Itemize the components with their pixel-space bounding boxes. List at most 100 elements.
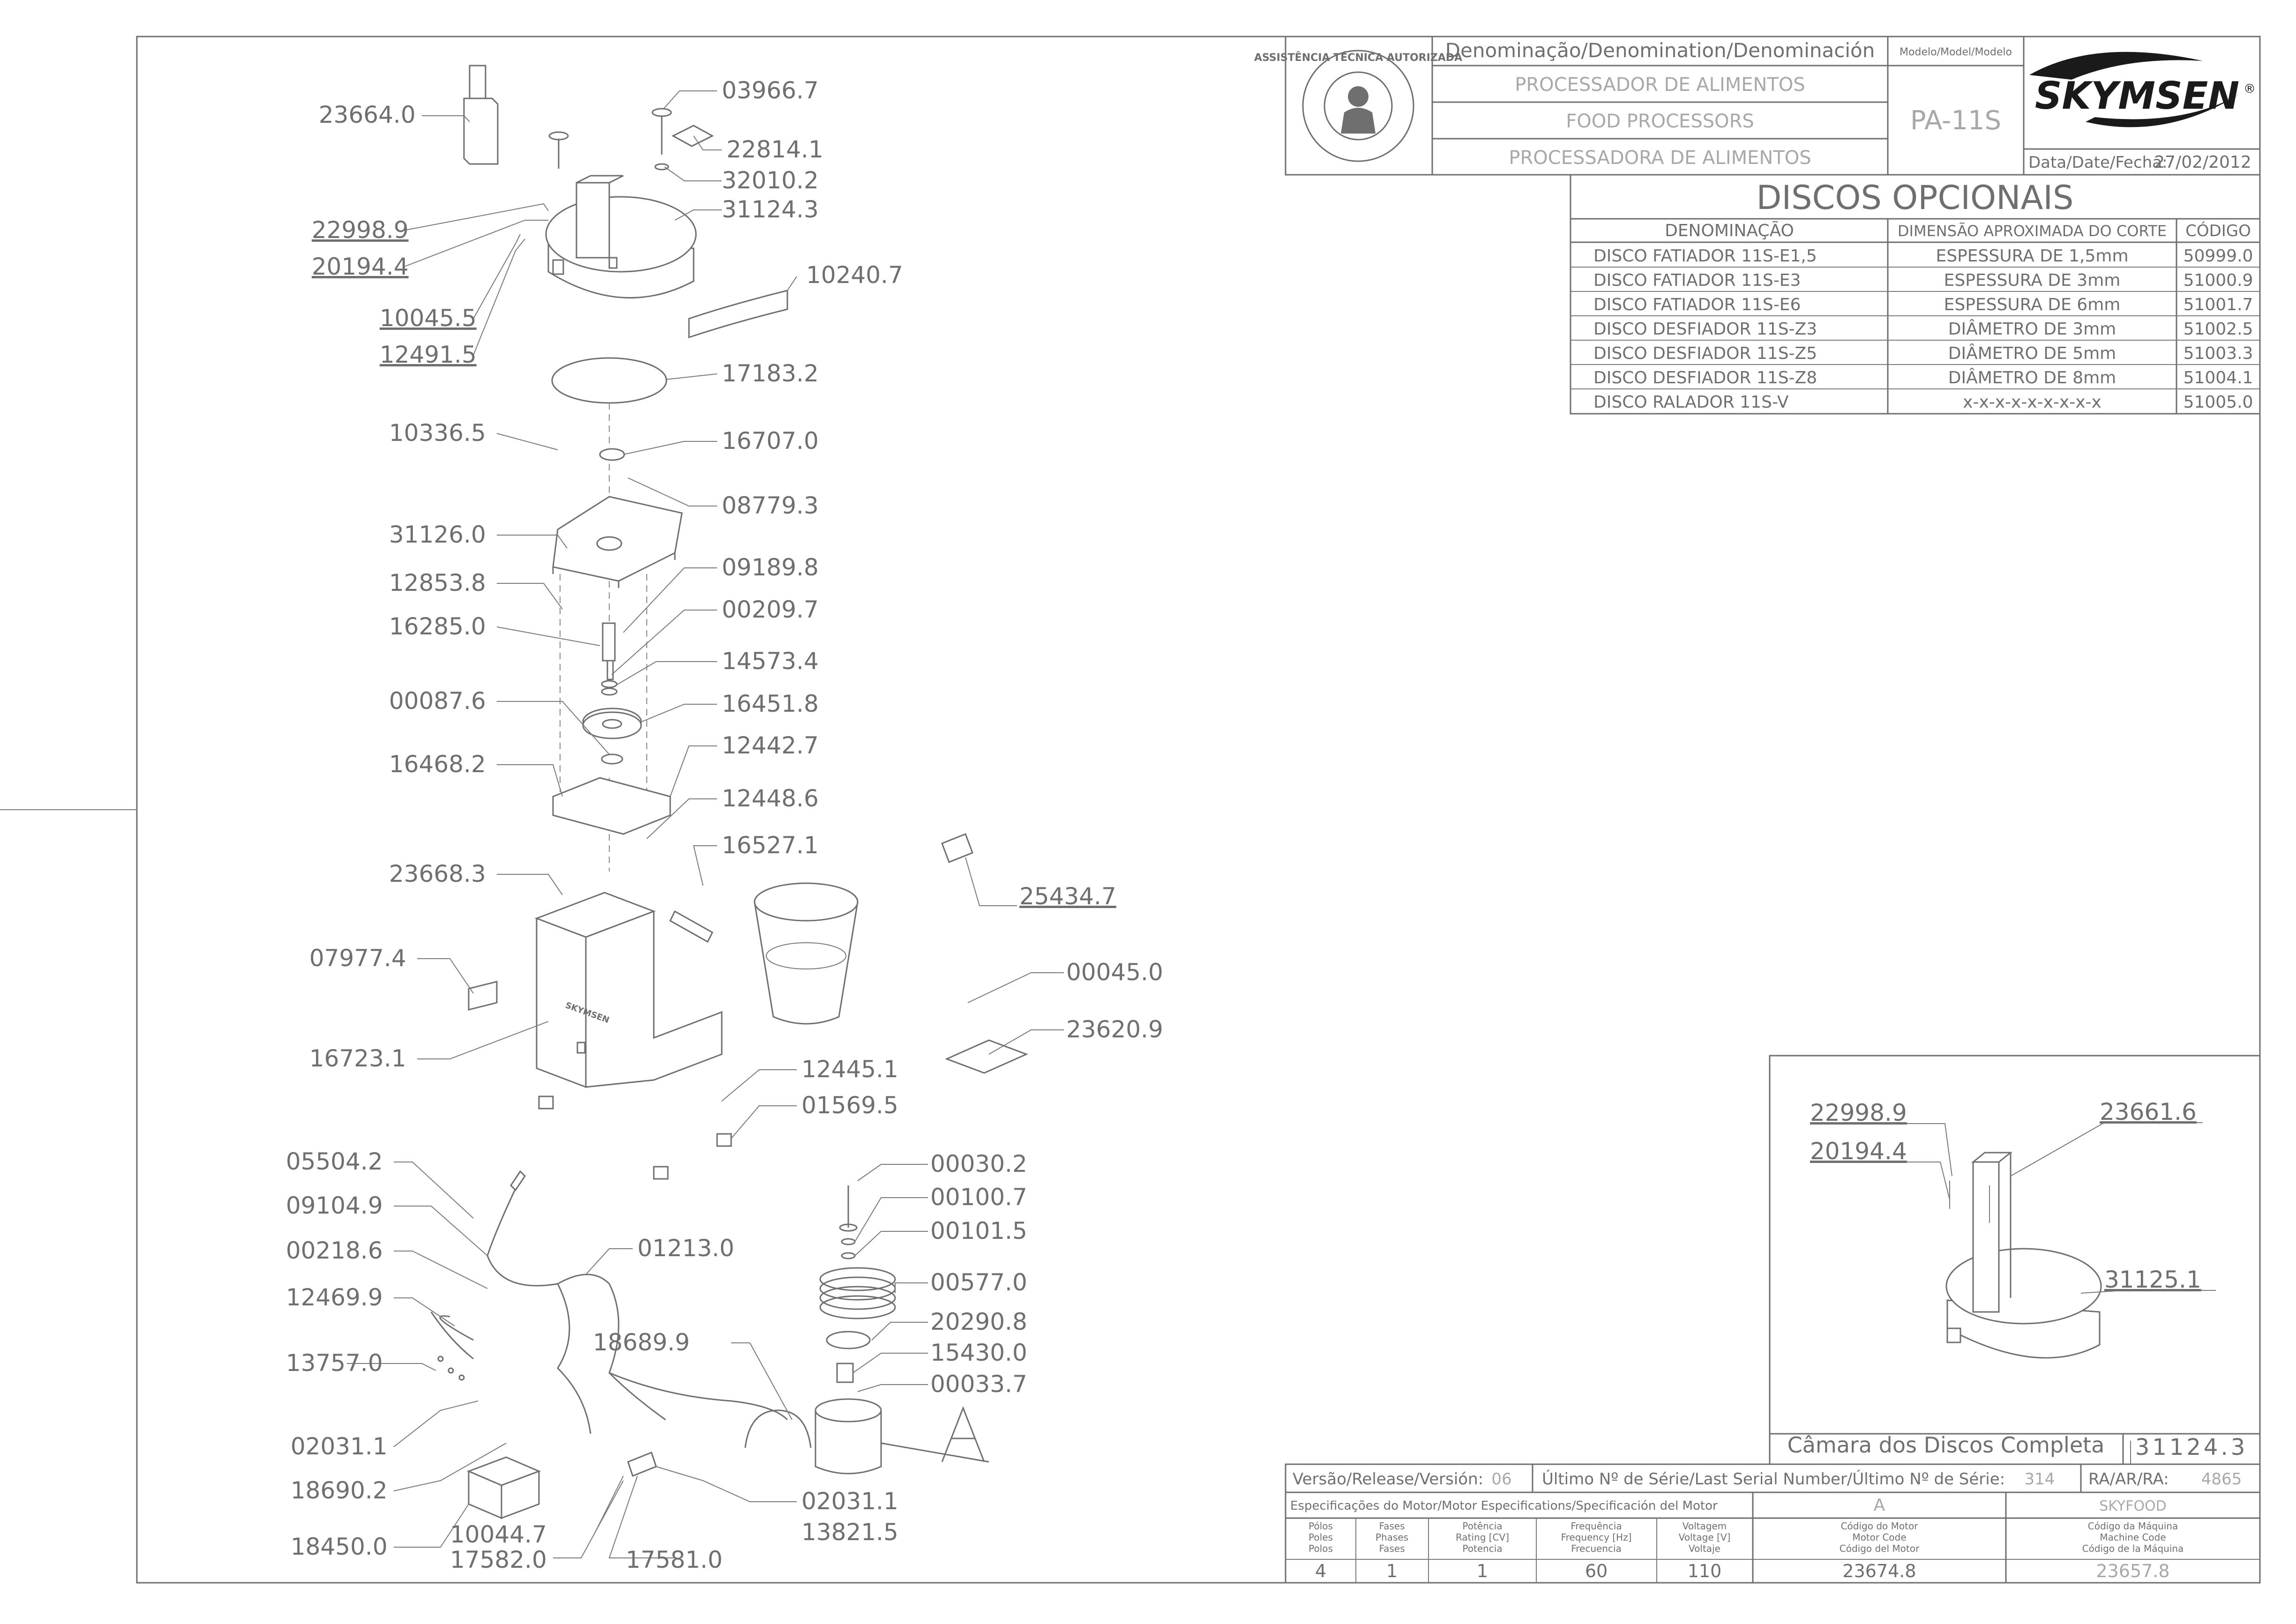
svg-text:Fases: Fases — [1379, 1520, 1405, 1532]
table-row: DISCO DESFIADOR 11S-Z8 DIÂMETRO DE 8mm 5… — [1593, 368, 2253, 387]
part-label: 09189.8 — [722, 554, 819, 581]
authorized-service-seal: ASSISTÊNCIA TÉCNICA AUTORIZADA — [1254, 50, 1462, 162]
part-label: 17582.0 — [450, 1546, 547, 1573]
svg-text:Polos: Polos — [1309, 1543, 1333, 1554]
part-label: 02031.1 — [801, 1488, 898, 1515]
ra-label: RA/AR/RA: — [2088, 1470, 2169, 1489]
table-row: DISCO RALADOR 11S-V x-x-x-x-x-x-x-x-x 51… — [1593, 393, 2253, 412]
optional-discs-table: DISCOS OPCIONAIS DENOMINAÇÃO DIMENSÃO AP… — [1570, 174, 2261, 415]
part-label: 00030.2 — [930, 1150, 1027, 1177]
part-label: 12445.1 — [801, 1056, 898, 1083]
seal-text: ASSISTÊNCIA TÉCNICA AUTORIZADA — [1254, 52, 1462, 64]
part-label: 00087.6 — [389, 687, 486, 715]
svg-text:51001.7: 51001.7 — [2184, 295, 2253, 314]
svg-text:DIÂMETRO DE 8mm: DIÂMETRO DE 8mm — [1948, 368, 2117, 387]
part-label: 20194.4 — [312, 253, 409, 280]
version-value: 06 — [1491, 1470, 1511, 1489]
part-label: 17183.2 — [722, 360, 819, 387]
svg-text:Voltagem: Voltagem — [1683, 1520, 1727, 1532]
pulley-part — [582, 708, 642, 739]
discs-header-code: CÓDIGO — [2185, 221, 2251, 240]
svg-text:Fases: Fases — [1379, 1543, 1405, 1554]
table-row: DISCO DESFIADOR 11S-Z3 DIÂMETRO DE 3mm 5… — [1593, 319, 2253, 339]
part-label: 02031.1 — [291, 1433, 388, 1460]
svg-text:51004.1: 51004.1 — [2184, 368, 2253, 387]
part-label: 12469.9 — [286, 1284, 383, 1311]
footer-block: Versão/Release/Versión: 06 Último Nº de … — [1285, 1463, 2261, 1584]
part-label: 23668.3 — [389, 860, 486, 887]
part-number-labels: 23664.0 03966.7 22814.1 32010.2 31124.3 … — [286, 77, 1163, 1573]
part-label: 12853.8 — [389, 569, 486, 596]
table-row: DISCO FATIADOR 11S-E3 ESPESSURA DE 3mm 5… — [1593, 271, 2253, 290]
spec-value-frequency: 60 — [1585, 1561, 1608, 1581]
svg-text:DISCO FATIADOR 11S-E3: DISCO FATIADOR 11S-E3 — [1593, 271, 1801, 290]
svg-text:Voltage [V]: Voltage [V] — [1679, 1532, 1731, 1543]
spec-header-frequency: Frequência Frequency [Hz] Frecuencia — [1561, 1520, 1632, 1554]
motor-spec-label: Especificações do Motor/Motor Especifica… — [1290, 1499, 1718, 1513]
svg-text:Código do Motor: Código do Motor — [1841, 1520, 1919, 1532]
part-label: 10336.5 — [389, 419, 486, 447]
wiring-harness-part — [430, 1170, 788, 1434]
spec-value-phases: 1 — [1386, 1561, 1398, 1581]
part-label: 22998.9 — [312, 216, 409, 244]
part-label: 01569.5 — [801, 1092, 898, 1119]
discs-title: DISCOS OPCIONAIS — [1757, 179, 2074, 217]
leader-lines — [347, 90, 1064, 1558]
knob-part — [548, 108, 714, 171]
base-plate-part — [552, 496, 683, 588]
part-label: 15430.0 — [930, 1339, 1027, 1366]
part-label: 25434.7 — [1019, 883, 1116, 910]
svg-text:51000.9: 51000.9 — [2184, 271, 2253, 290]
spec-value-voltage: 110 — [1688, 1561, 1722, 1581]
sheet-border — [136, 36, 2261, 1584]
svg-text:DISCO RALADOR 11S-V: DISCO RALADOR 11S-V — [1593, 393, 1789, 412]
denomination-header: Denominação/Denomination/Denominación — [1445, 39, 1875, 62]
part-label: 32010.2 — [722, 167, 819, 194]
svg-text:Frequência: Frequência — [1571, 1520, 1622, 1532]
pusher-part — [463, 65, 499, 165]
part-label: 09104.9 — [286, 1192, 383, 1219]
model-header: Modelo/Model/Modelo — [1900, 46, 2012, 58]
part-label: 31124.3 — [722, 196, 819, 223]
part-label: 22814.1 — [726, 136, 823, 163]
table-row: DISCO DESFIADOR 11S-Z5 DIÂMETRO DE 5mm 5… — [1593, 343, 2253, 363]
svg-text:Potencia: Potencia — [1462, 1543, 1502, 1554]
part-label: 23620.9 — [1066, 1016, 1163, 1043]
date-value: 27/02/2012 — [2154, 153, 2251, 172]
shaft-part — [601, 622, 618, 696]
spec-header-rating: Potência Rating [CV] Potencia — [1456, 1520, 1509, 1554]
name-en: FOOD PROCESSORS — [1566, 111, 1754, 132]
part-label: 00033.7 — [930, 1371, 1027, 1398]
part-label: 16285.0 — [389, 613, 486, 640]
svg-text:Potência: Potência — [1462, 1520, 1502, 1532]
svg-text:Frequency [Hz]: Frequency [Hz] — [1561, 1532, 1632, 1543]
svg-text:ESPESSURA DE 3mm: ESPESSURA DE 3mm — [1944, 271, 2121, 290]
part-label: 13757.0 — [286, 1349, 383, 1377]
svg-text:Código de la Máquina: Código de la Máquina — [2082, 1543, 2184, 1554]
brand-name: SKYMSEN — [2035, 74, 2239, 118]
part-label: 10240.7 — [806, 261, 903, 289]
version-label: Versão/Release/Versión: — [1293, 1470, 1483, 1489]
svg-text:Código del Motor: Código del Motor — [1840, 1543, 1920, 1554]
sticker-part — [941, 833, 973, 863]
detail-label: 31125.1 — [2104, 1266, 2201, 1293]
bowl-part — [754, 882, 859, 1025]
part-label: 10044.7 — [450, 1521, 547, 1548]
exploded-view-shapes: SKYMSEN — [430, 65, 1028, 1520]
part-label: 10045.5 — [380, 305, 477, 332]
title-block: ASSISTÊNCIA TÉCNICA AUTORIZADA Denominaç… — [1254, 36, 2261, 176]
brand-registered-mark: ® — [2244, 82, 2256, 96]
svg-text:Código da Máquina: Código da Máquina — [2088, 1520, 2178, 1532]
part-label: 01213.0 — [637, 1235, 734, 1262]
spec-header-poles: Pólos Poles Polos — [1309, 1520, 1333, 1554]
part-label: 20290.8 — [930, 1308, 1027, 1335]
part-label: 12491.5 — [380, 341, 477, 368]
spec-header-voltage: Voltagem Voltage [V] Voltaje — [1679, 1520, 1731, 1554]
part-label: 00577.0 — [930, 1269, 1027, 1296]
spec-header-machine-code: Código da Máquina Machine Code Código de… — [2082, 1520, 2184, 1554]
svg-text:DISCO FATIADOR 11S-E1,5: DISCO FATIADOR 11S-E1,5 — [1593, 246, 1817, 266]
detail-view: Câmara dos Discos Completa 31124.3 22998… — [1769, 1055, 2261, 1465]
part-label: 16707.0 — [722, 427, 819, 454]
foot-part — [538, 1095, 732, 1180]
